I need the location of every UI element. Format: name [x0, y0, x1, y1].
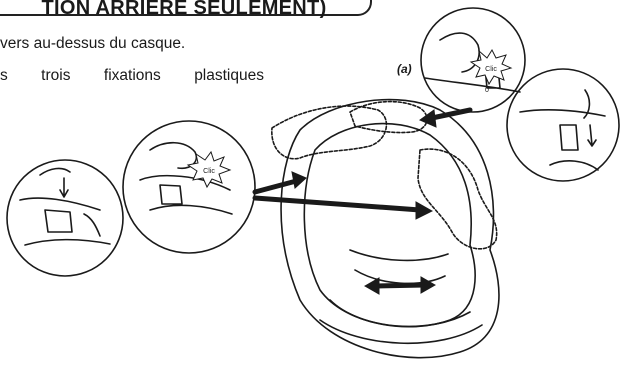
arrow-rear-clip	[375, 285, 425, 286]
helmet-shell	[281, 100, 499, 358]
arrow-head	[420, 110, 436, 127]
clic-text-left: Clic	[203, 168, 215, 175]
detail-circle-3	[421, 8, 525, 112]
arrow-to-left-clip	[255, 180, 300, 192]
arrow-head	[421, 277, 435, 293]
arrow-head	[416, 202, 432, 219]
detail-circle-1	[7, 160, 123, 276]
arrow-to-side-clip	[255, 198, 420, 210]
front-pad	[272, 106, 387, 159]
chin-strap-lines	[350, 250, 448, 283]
inset-small-label: 0	[485, 87, 489, 94]
arrow-head	[365, 278, 379, 294]
detail-circle-2	[123, 121, 255, 253]
arrow-head	[292, 172, 306, 188]
clic-text-top: Clic	[485, 66, 497, 73]
helmet-neck-roll	[320, 300, 482, 343]
